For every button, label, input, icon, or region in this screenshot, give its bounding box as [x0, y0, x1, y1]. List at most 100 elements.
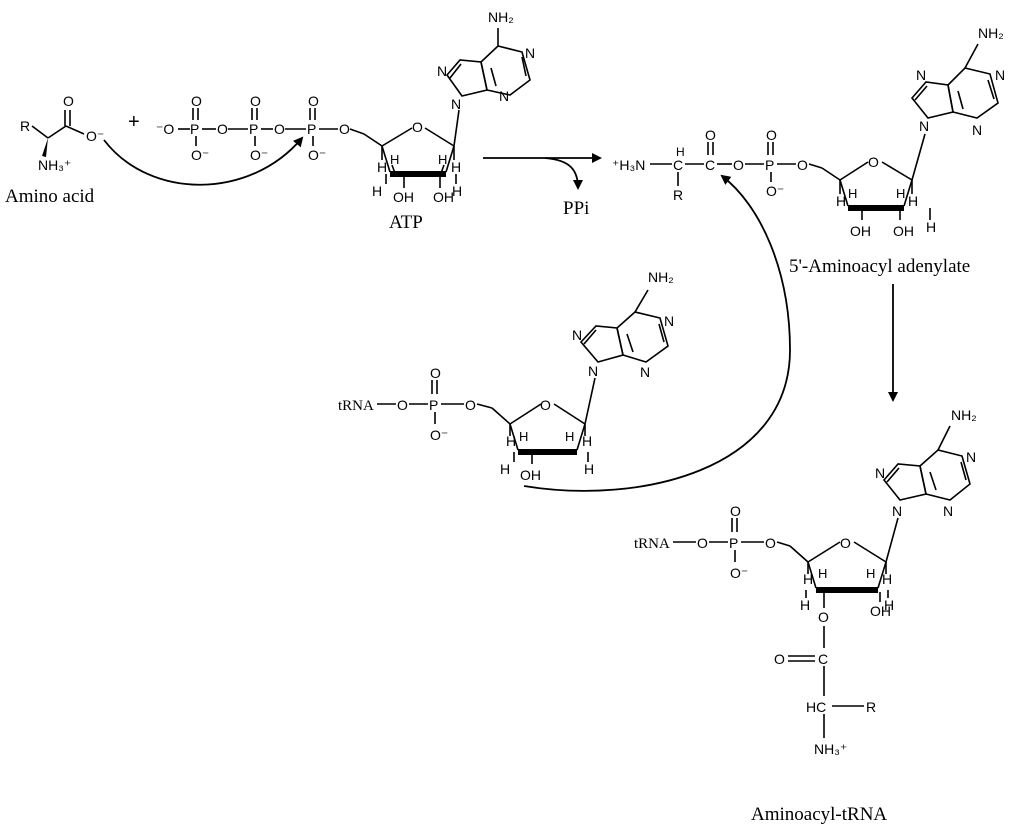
plus-sign: +: [128, 111, 140, 133]
svg-text:O: O: [250, 93, 261, 109]
svg-text:N: N: [966, 449, 976, 465]
svg-text:C: C: [705, 157, 715, 173]
svg-text:N: N: [916, 67, 926, 83]
svg-text:O: O: [465, 397, 476, 413]
atp-terminal-o-label: ⁻O: [156, 121, 174, 137]
svg-text:H: H: [452, 183, 462, 199]
svg-text:O: O: [774, 651, 785, 667]
svg-text:H: H: [500, 461, 510, 477]
svg-text:O: O: [766, 127, 777, 143]
svg-text:N: N: [892, 503, 902, 519]
svg-text:O: O: [308, 93, 319, 109]
svg-text:H: H: [438, 152, 447, 167]
svg-text:P: P: [765, 157, 774, 173]
aminoacyl-trna-caption: Aminoacyl-tRNA: [751, 804, 887, 825]
svg-text:H: H: [451, 159, 461, 175]
svg-text:N: N: [919, 118, 929, 134]
svg-text:N: N: [437, 63, 447, 79]
svg-text:NH₃⁺: NH₃⁺: [814, 741, 847, 757]
svg-text:P: P: [429, 397, 438, 413]
svg-text:H: H: [377, 159, 387, 175]
svg-text:O: O: [765, 535, 776, 551]
svg-text:O: O: [705, 127, 716, 143]
svg-text:O: O: [730, 503, 741, 519]
svg-text:O: O: [339, 121, 350, 137]
svg-text:O: O: [397, 397, 408, 413]
svg-text:H: H: [372, 183, 382, 199]
svg-text:H: H: [676, 145, 685, 159]
svg-text:O: O: [733, 157, 744, 173]
svg-text:H: H: [884, 597, 894, 613]
svg-text:O⁻: O⁻: [250, 147, 268, 163]
svg-text:H: H: [584, 461, 594, 477]
svg-text:C: C: [818, 651, 828, 667]
svg-text:H: H: [800, 597, 810, 613]
svg-text:NH₂: NH₂: [488, 9, 514, 25]
svg-text:tRNA: tRNA: [634, 536, 670, 552]
svg-text:OH: OH: [433, 189, 454, 205]
svg-text:N: N: [995, 67, 1005, 83]
svg-text:N: N: [640, 364, 650, 380]
svg-text:H: H: [803, 571, 813, 587]
svg-text:NH₂: NH₂: [951, 407, 977, 423]
svg-text:O⁻: O⁻: [430, 427, 448, 443]
svg-text:H: H: [926, 219, 936, 235]
ppi-release-arrow: [544, 157, 583, 190]
svg-text:H: H: [519, 429, 528, 444]
svg-text:R: R: [866, 699, 876, 715]
svg-text:OH: OH: [520, 467, 541, 483]
atp-structure: ⁻O P O O⁻ O P O O⁻ O P O O⁻ O O: [156, 9, 535, 233]
svg-text:O: O: [818, 609, 829, 625]
svg-text:HC: HC: [806, 699, 826, 715]
svg-text:OH: OH: [893, 223, 914, 239]
atp-beta-p-label: P: [249, 121, 258, 137]
svg-text:O: O: [217, 121, 228, 137]
svg-text:H: H: [848, 186, 857, 201]
svg-text:O: O: [840, 535, 851, 551]
svg-text:N: N: [451, 96, 461, 112]
carboxylate-o-label: O⁻: [86, 128, 104, 144]
svg-text:N: N: [572, 327, 582, 343]
svg-text:O⁻: O⁻: [730, 565, 748, 581]
atp-alpha-p-label: P: [307, 121, 316, 137]
svg-text:O: O: [540, 397, 551, 413]
svg-text:NH₂: NH₂: [978, 25, 1004, 41]
svg-text:H: H: [908, 193, 918, 209]
carboxyl-o-label: O: [63, 93, 74, 109]
svg-text:O: O: [191, 93, 202, 109]
svg-text:H: H: [582, 433, 592, 449]
svg-text:H: H: [866, 566, 875, 581]
amino-acid-structure: R O O⁻ NH₃⁺ Amino acid: [5, 93, 104, 207]
svg-text:H: H: [390, 152, 399, 167]
svg-text:N: N: [943, 503, 953, 519]
svg-text:N: N: [525, 45, 535, 61]
svg-text:O⁻: O⁻: [766, 183, 784, 199]
r-group-label: R: [20, 118, 30, 134]
svg-text:H: H: [896, 186, 905, 201]
svg-text:H: H: [882, 571, 892, 587]
svg-text:N: N: [499, 88, 509, 104]
svg-text:O: O: [274, 121, 285, 137]
svg-text:tRNA: tRNA: [338, 398, 374, 414]
svg-text:O: O: [797, 157, 808, 173]
aminoacyl-trna-structure: tRNA O P O O⁻ O O H H H H H H OH O C: [634, 407, 977, 825]
svg-text:O: O: [868, 154, 879, 170]
svg-text:N: N: [972, 122, 982, 138]
ppi-caption: PPi: [563, 198, 589, 219]
amino-acid-caption: Amino acid: [5, 186, 95, 207]
svg-text:H: H: [506, 433, 516, 449]
svg-text:OH: OH: [850, 223, 871, 239]
svg-text:P: P: [729, 535, 738, 551]
amino-group-label: NH₃⁺: [38, 157, 71, 173]
svg-text:⁺H₃N: ⁺H₃N: [612, 157, 645, 173]
atp-gamma-p-label: P: [190, 121, 199, 137]
svg-text:H: H: [565, 429, 574, 444]
svg-text:H: H: [836, 193, 846, 209]
svg-text:O: O: [697, 535, 708, 551]
svg-text:O: O: [430, 365, 441, 381]
aminoacyl-adenylate-structure: ⁺H₃N C H R C O O P O O⁻ O O H H H H: [612, 25, 1005, 277]
svg-text:O⁻: O⁻: [191, 147, 209, 163]
svg-text:OH: OH: [870, 603, 891, 619]
svg-text:OH: OH: [393, 189, 414, 205]
